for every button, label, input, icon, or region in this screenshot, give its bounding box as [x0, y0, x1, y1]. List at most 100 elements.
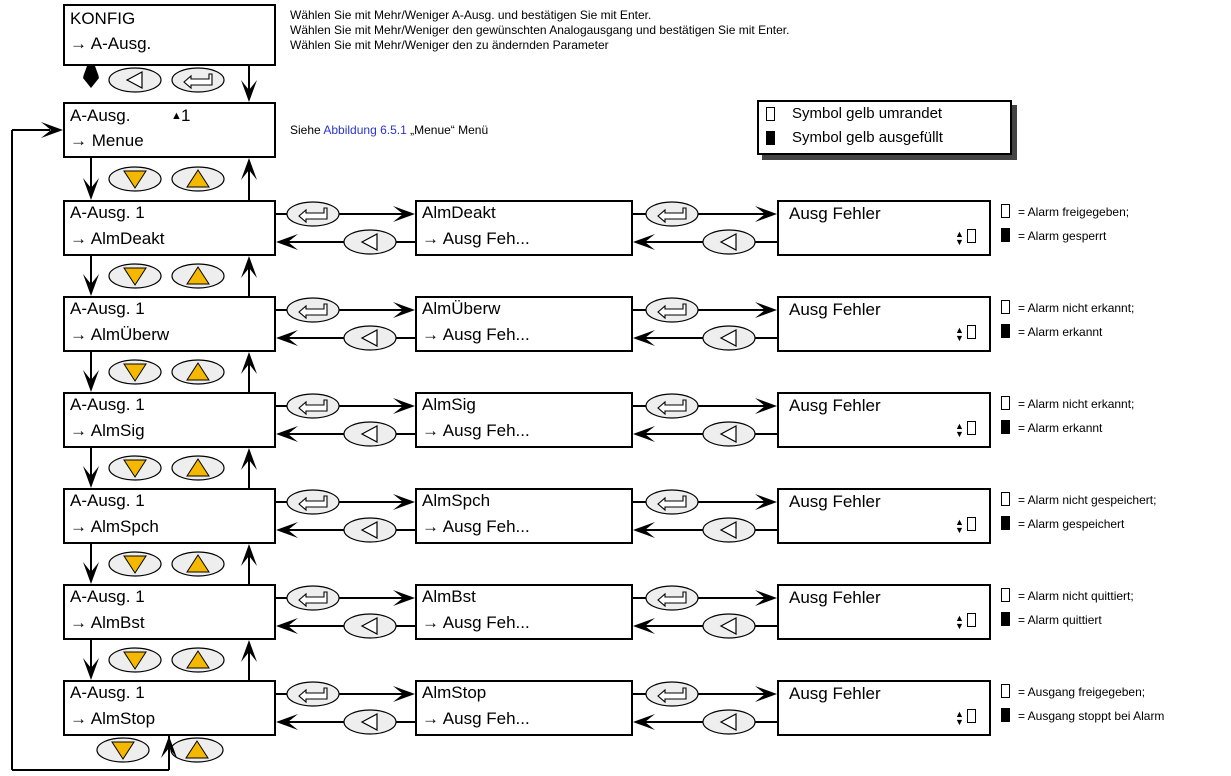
- value-line1: Ausg Fehler: [789, 492, 881, 511]
- state-note-1: = Alarm nicht erkannt;: [1018, 301, 1135, 315]
- config-box: [63, 4, 276, 66]
- filled-symbol-icon: [1001, 420, 1010, 434]
- outlined-symbol-icon: [967, 517, 976, 531]
- up-triangle-icon: [186, 266, 210, 285]
- param-line2: → AlmBst: [70, 613, 145, 632]
- filled-symbol-icon: [1001, 228, 1010, 242]
- filled-symbol-icon: [766, 131, 775, 145]
- value-box: [777, 200, 991, 256]
- arrow-up-head: [83, 56, 99, 88]
- alarm-line1: AlmSig: [422, 395, 476, 414]
- down-triangle-icon: [123, 267, 147, 286]
- back-icon: [719, 329, 737, 347]
- up-down-icon: ▲▼: [955, 517, 964, 535]
- enter-icon: [657, 687, 687, 704]
- instruction-2: Wählen Sie mit Mehr/Weniger den gewünsch…: [290, 23, 790, 37]
- back-icon: [719, 233, 737, 251]
- param-line2: → AlmSig: [70, 421, 145, 440]
- arrow-up-head: [161, 736, 177, 758]
- back-icon: [719, 617, 737, 635]
- arrow-down-head: [83, 274, 99, 296]
- back-icon: [360, 425, 378, 443]
- param-line1: A-Ausg. 1: [70, 683, 145, 702]
- down-triangle-icon: [123, 555, 147, 574]
- back-icon: [719, 713, 737, 731]
- value-line1: Ausg Fehler: [789, 204, 881, 223]
- param-line1: A-Ausg. 1: [70, 395, 145, 414]
- param-line2: → AlmDeakt: [70, 229, 165, 248]
- arrow-right-head: [755, 302, 777, 318]
- enter-icon: [183, 73, 213, 90]
- arrow-down-head: [83, 658, 99, 680]
- alarm-box: [415, 584, 633, 640]
- back-icon: [125, 71, 143, 89]
- outlined-symbol-icon: [1001, 588, 1010, 602]
- enter-icon: [298, 207, 328, 224]
- arrow-up-head: [241, 448, 257, 470]
- alarm-line2: → Ausg Feh...: [422, 613, 530, 632]
- arrow-right-head: [755, 206, 777, 222]
- down-triangle-icon: [123, 651, 147, 670]
- param-box: [63, 488, 276, 544]
- alarm-line2: → Ausg Feh...: [422, 229, 530, 248]
- menu-reference-suffix: „Menue“ Menü: [406, 123, 489, 137]
- outlined-symbol-icon: [967, 325, 976, 339]
- alarm-line2: → Ausg Feh...: [422, 325, 530, 344]
- filled-symbol-icon: [1001, 612, 1010, 626]
- value-box: [777, 296, 991, 352]
- value-box: [777, 584, 991, 640]
- arrow-down-head: [83, 178, 99, 200]
- param-box: [63, 680, 276, 736]
- arrow-left-head: [633, 618, 655, 634]
- value-line1: Ausg Fehler: [789, 300, 881, 319]
- arrow-left-head: [276, 522, 298, 538]
- outlined-symbol-icon: [1001, 684, 1010, 698]
- enter-icon: [298, 687, 328, 704]
- arrow-right-head: [755, 494, 777, 510]
- arrow-up-head: [241, 256, 257, 278]
- enter-icon: [298, 495, 328, 512]
- outlined-symbol-icon: [967, 421, 976, 435]
- param-line1: A-Ausg. 1: [70, 203, 145, 222]
- down-triangle-icon: [123, 363, 147, 382]
- outlined-symbol-icon: [766, 107, 775, 121]
- up-down-icon: ▲▼: [955, 229, 964, 247]
- arrow-down-head: [241, 80, 257, 102]
- enter-icon: [657, 399, 687, 416]
- back-icon: [360, 617, 378, 635]
- state-note-2: = Alarm gespeichert: [1018, 517, 1125, 531]
- arrow-up-head: [241, 158, 257, 180]
- param-line2: → AlmStop: [70, 709, 156, 728]
- state-note-2: = Alarm erkannt: [1018, 325, 1103, 339]
- param-box: [63, 584, 276, 640]
- enter-icon: [298, 399, 328, 416]
- param-line2: → AlmSpch: [70, 517, 159, 536]
- arrow-left-head: [633, 426, 655, 442]
- alarm-box: [415, 488, 633, 544]
- arrow-left-head: [633, 714, 655, 730]
- filled-symbol-icon: [1001, 324, 1010, 338]
- arrow-left-head: [633, 330, 655, 346]
- arrow-right-head: [41, 122, 63, 138]
- config-line2: → A-Ausg.: [70, 34, 152, 53]
- menu-reference: Siehe Abbildung 6.5.1 „Menue“ Menü: [290, 123, 488, 138]
- up-triangle-icon: [186, 650, 210, 669]
- param-line1: A-Ausg. 1: [70, 491, 145, 510]
- arrow-down-head: [83, 466, 99, 488]
- alarm-line2: → Ausg Feh...: [422, 421, 530, 440]
- figure-link[interactable]: Abbildung 6.5.1: [323, 123, 407, 137]
- menu-box: [63, 102, 276, 158]
- back-icon: [360, 713, 378, 731]
- outlined-symbol-icon: [1001, 492, 1010, 506]
- up-triangle-icon: [186, 362, 210, 381]
- up-triangle-icon: [186, 554, 210, 573]
- legend-box: [757, 100, 1012, 155]
- legend-outlined: Symbol gelb umrandet: [792, 105, 943, 122]
- arrow-left-head: [276, 618, 298, 634]
- outlined-symbol-icon: [1001, 396, 1010, 410]
- outlined-symbol-icon: [1001, 300, 1010, 314]
- state-note-2: = Alarm erkannt: [1018, 421, 1103, 435]
- up-triangle-icon: [185, 740, 209, 759]
- value-box: [777, 392, 991, 448]
